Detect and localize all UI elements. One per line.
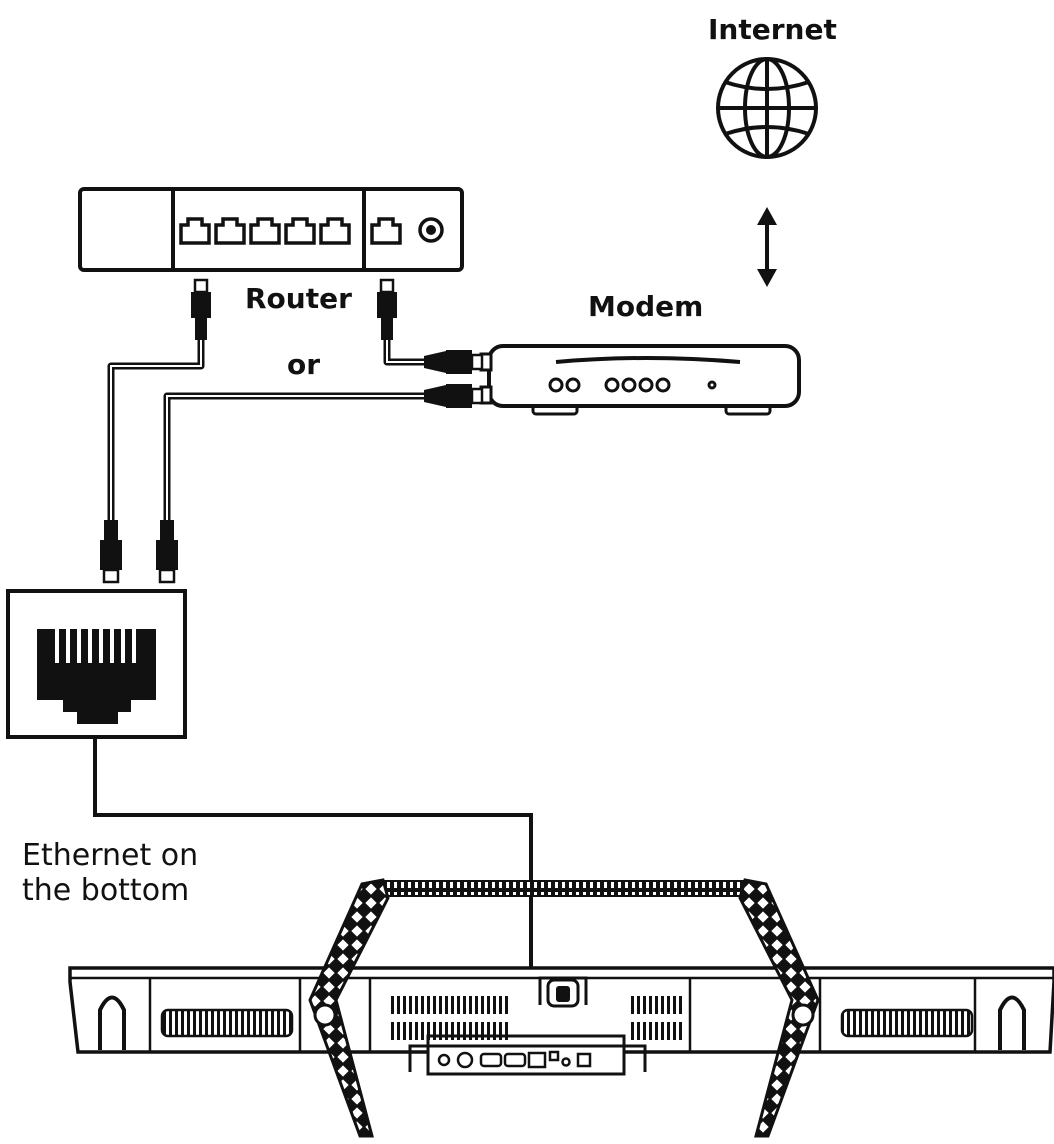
ethernet-label-line1: Ethernet on [22, 838, 199, 873]
router-device [78, 187, 464, 272]
wall-port-connector-left [100, 520, 122, 584]
router-label: Router [245, 282, 352, 315]
modem-connector-bottom [424, 384, 484, 408]
router-wan-port [370, 217, 402, 245]
modem-device [479, 344, 801, 416]
globe-icon [716, 57, 818, 159]
modem-label: Modem [588, 290, 704, 323]
router-lan-ports [179, 217, 351, 245]
rj45-port-icon [6, 589, 187, 739]
cables [107, 340, 432, 540]
wall-port-connector-right [156, 520, 178, 584]
tv-bottom-view [68, 878, 1054, 1138]
internet-label: Internet [708, 13, 837, 46]
modem-connector-top [424, 350, 484, 374]
router-wan-connector [377, 278, 397, 340]
or-label: or [287, 348, 321, 381]
ethernet-label-line2: the bottom [22, 873, 190, 908]
bidirectional-arrow-icon [757, 207, 777, 287]
router-power-jack [418, 217, 444, 243]
router-lan-connector [191, 278, 211, 340]
